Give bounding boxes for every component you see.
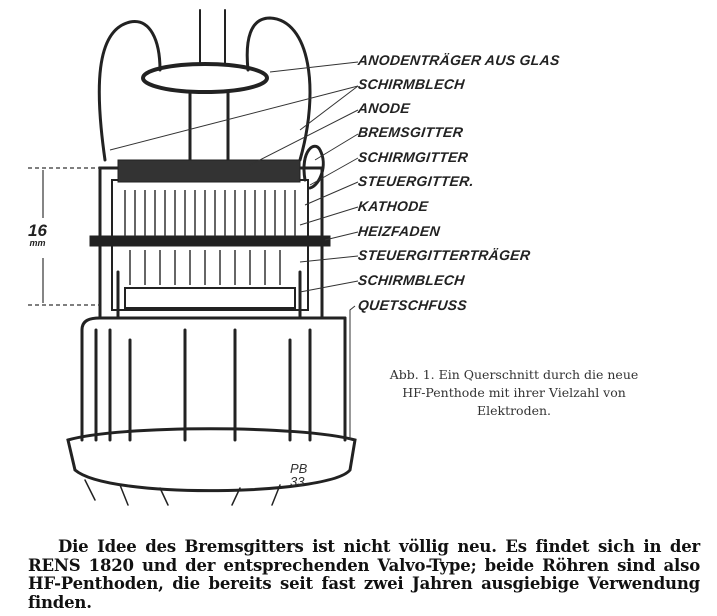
grid-wires [124,190,296,285]
figure-caption: Abb. 1. Ein Querschnitt durch die neue H… [389,367,639,418]
tube-cross-section-figure: ANODENTRÄGER AUS GLAS SCHIRMBLECH ANODE … [28,9,639,506]
dimension-value: 16 [28,221,47,240]
label-heizfaden: HEIZFADEN [357,223,441,239]
label-schirmgitter: SCHIRMGITTER [357,149,469,165]
top-glass-bar [141,62,269,94]
label-anodentraeger: ANODENTRÄGER AUS GLAS [357,52,561,68]
label-schirmblech-bottom: SCHIRMBLECH [357,272,466,288]
label-anode: ANODE [357,100,411,116]
label-steuergitter: STEUERGITTER. [357,173,475,189]
label-bremsgitter: BREMSGITTER [357,124,465,140]
pinch-base [66,427,357,493]
signature-initials: PB [290,461,308,476]
penthode-drawing [28,9,359,506]
dimension-unit: mm [29,238,46,248]
dimension-marker [28,167,100,306]
signature-year: 33 [290,474,305,489]
label-schirmblech-top: SCHIRMBLECH [357,76,466,92]
glass-arch-right [245,16,312,162]
artist-signature: PB 33 [290,462,307,488]
dimension-label: 16 mm [28,222,47,248]
label-quetschfuss: QUETSCHFUSS [357,297,468,313]
label-kathode: KATHODE [357,198,430,214]
glass-arch-left [97,20,162,162]
label-steuergittertraeger: STEUERGITTERTRÄGER [357,247,532,263]
leader-lines [109,61,359,440]
body-paragraph: Die Idee des Bremsgitters ist nicht völl… [28,537,700,612]
